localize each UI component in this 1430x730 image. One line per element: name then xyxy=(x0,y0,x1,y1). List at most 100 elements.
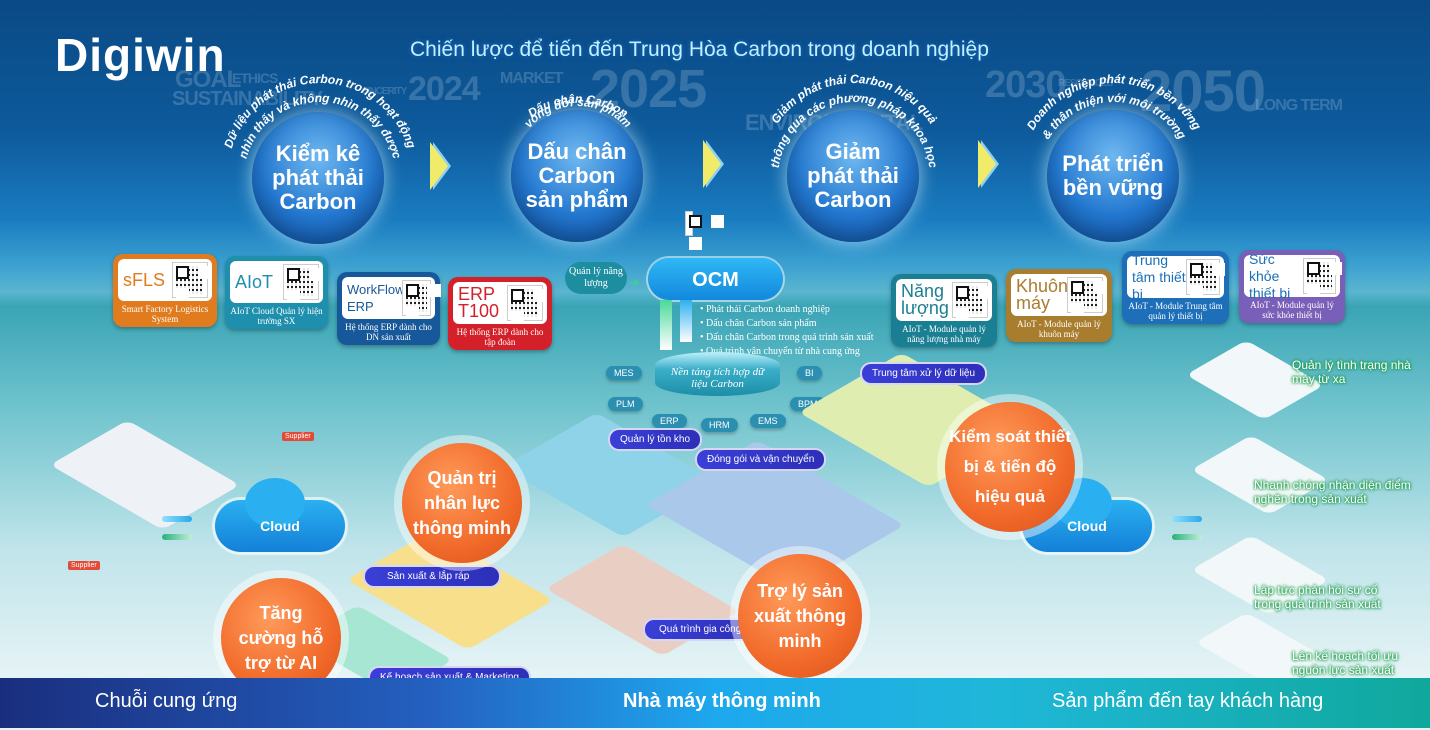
watermark: ETHICS xyxy=(232,70,278,86)
ocm-bullet: • Phát thải Carbon doanh nghiệp xyxy=(700,304,830,315)
arrow-right-icon: ➜ xyxy=(628,274,640,290)
highlight-label: Kiểm soát thiết bị & tiến độ hiệu quả xyxy=(949,427,1071,506)
product-desc: AIoT - Module Trung tâm quản lý thiết bị xyxy=(1128,301,1223,321)
qr-code-icon[interactable] xyxy=(172,262,208,298)
qr-code-icon[interactable] xyxy=(1067,277,1103,313)
watermark: SUSTAINABILITY xyxy=(172,88,323,110)
watermark: LONG TERM xyxy=(1255,97,1343,114)
highlight-label: Trợ lý sản xuất thông minh xyxy=(754,580,846,651)
product-card-mold[interactable]: Khuôn máy AIoT - Module quản lý khuôn má… xyxy=(1006,269,1112,342)
product-name: Sức khỏe thiết bị xyxy=(1249,250,1291,301)
watermark: 2030 xyxy=(985,64,1067,106)
supplier-platform xyxy=(50,420,240,530)
watermark: GOAL xyxy=(175,66,241,93)
section-band: Chuỗi cung ứng Nhà máy thông minh Sản ph… xyxy=(0,678,1430,728)
product-name: Trung tâm thiết bị xyxy=(1132,251,1186,302)
label-data-center: Trung tâm xử lý dữ liệu xyxy=(860,362,988,385)
product-name: WorkFlow ERP xyxy=(347,282,405,314)
supplier-tag: Supplier xyxy=(68,561,100,570)
highlight-label: Quản trị nhân lực thông minh xyxy=(413,467,511,538)
module-tag-erp: ERP xyxy=(652,414,687,428)
product-name: ERP T100 xyxy=(458,284,500,321)
module-tag-hrm: HRM xyxy=(701,418,738,432)
qr-code-icon[interactable] xyxy=(507,285,543,321)
sync-arrow-icon xyxy=(1172,516,1202,522)
product-desc: Hệ thống ERP dành cho tập đoàn xyxy=(456,327,544,347)
cloud-label: Cloud xyxy=(260,518,300,534)
section-smart-factory: Nhà máy thông minh xyxy=(623,690,821,712)
watermark: 2050 xyxy=(1140,59,1266,124)
cloud-label: Cloud xyxy=(1067,518,1107,534)
label-machining: Quá trình gia công xyxy=(643,618,758,641)
stage-label: Kiểm kê phát thải Carbon xyxy=(272,141,364,214)
stage-label: Giảm phát thải Carbon xyxy=(807,139,899,212)
supplier-tag: Supplier xyxy=(282,432,314,441)
product-desc: AIoT - Module quản lý năng lượng nhà máy xyxy=(902,324,986,344)
highlight-equipment-control: Kiểm soát thiết bị & tiến độ hiệu quả xyxy=(945,402,1075,532)
section-supply-chain: Chuỗi cung ứng xyxy=(95,690,238,712)
module-tag-mes: MES xyxy=(606,366,642,380)
stage-label: Dấu chân Carbon sản phẩm xyxy=(525,139,629,212)
module-tag-plm: PLM xyxy=(608,397,643,411)
qr-code-icon[interactable] xyxy=(1186,259,1220,295)
highlight-label: Tăng cường hỗ trợ từ AI xyxy=(238,602,324,673)
ocm-qr-code-icon[interactable] xyxy=(685,211,693,236)
product-card-energy[interactable]: Năng lượng AIoT - Module quản lý năng lư… xyxy=(891,274,997,347)
product-card-sfls[interactable]: sFLS Smart Factory Logistics System xyxy=(113,254,217,327)
product-desc: Smart Factory Logistics System xyxy=(121,304,209,324)
product-card-erp-t100[interactable]: ERP T100 Hệ thống ERP dành cho tập đoàn xyxy=(448,277,552,350)
sync-arrow-icon xyxy=(162,534,192,540)
product-desc: AIoT Cloud Quản lý hiện trường SX xyxy=(230,306,323,326)
section-customer: Sản phẩm đến tay khách hàng xyxy=(1052,690,1324,712)
stage-captions: Dữ liệu phát thải Carbon trong hoạt động… xyxy=(221,72,1204,169)
ocm-bullet: • Quá trình vận chuyển từ nhà cung ứng xyxy=(700,346,860,357)
stage-label: Phát triển bền vững xyxy=(1062,151,1164,200)
product-desc: AIoT - Module quản lý sức khỏe thiết bị xyxy=(1250,300,1334,320)
page-title: Chiến lược để tiến đến Trung Hòa Carbon … xyxy=(410,38,989,61)
qr-code-icon[interactable] xyxy=(402,280,431,316)
label-packing-shipping: Đóng gói và vận chuyển xyxy=(695,448,827,471)
ocm-cloud[interactable]: OCM xyxy=(648,258,783,300)
arrow-up-icon xyxy=(660,300,672,350)
carbon-data-platform: Nền tảng tích hợp dữ liệu Carbon xyxy=(655,352,780,396)
product-card-equipment-health[interactable]: Sức khỏe thiết bị AIoT - Module quản lý … xyxy=(1239,250,1345,323)
stage-circle-carbon-footprint: Dấu chân Carbon sản phẩm xyxy=(511,110,643,242)
sync-arrow-icon xyxy=(162,516,192,522)
energy-management-tag: Quản lý năng lượng xyxy=(565,262,627,294)
watermark: 2025 xyxy=(590,59,707,119)
chevron-right-icon xyxy=(978,140,996,188)
qr-code-icon[interactable] xyxy=(283,264,319,300)
stage-circle-reduce-emissions: Giảm phát thải Carbon xyxy=(787,110,919,242)
product-desc: AIoT - Module quản lý khuôn máy xyxy=(1017,319,1101,339)
benefit-incident-response: Lập tức phản hồi sự cố trong quá trình s… xyxy=(1254,583,1381,611)
product-card-workflow-erp[interactable]: WorkFlow ERP Hệ thống ERP dành cho DN sả… xyxy=(337,272,440,345)
ocm-bullet: • Dấu chân Carbon trong quá trình sản xu… xyxy=(700,332,874,343)
stage-circle-sustainable: Phát triển bền vững xyxy=(1047,110,1179,242)
watermark: 2024 xyxy=(408,70,481,108)
product-name: Khuôn máy xyxy=(1016,276,1069,313)
benefit-resource-planning: Lên kế hoạch tối ưu nguồn lực sản xuất xyxy=(1292,649,1399,677)
arrow-down-icon xyxy=(680,300,692,342)
stage-circle-carbon-inventory: Kiểm kê phát thải Carbon xyxy=(252,112,384,244)
chevron-right-icon xyxy=(430,142,448,190)
product-card-equipment-center[interactable]: Trung tâm thiết bị AIoT - Module Trung t… xyxy=(1122,251,1229,324)
cloud-right: Cloud xyxy=(1022,478,1152,552)
digiwin-logo: Digiwin xyxy=(55,29,226,81)
product-card-aiot[interactable]: AIoT AIoT Cloud Quản lý hiện trường SX xyxy=(225,256,328,329)
highlight-smart-hr: Quản trị nhân lực thông minh xyxy=(402,443,522,563)
ocm-label: OCM xyxy=(692,269,739,291)
highlight-production-assistant: Trợ lý sản xuất thông minh xyxy=(738,554,862,678)
chevron-right-icon xyxy=(703,140,721,188)
product-desc: Hệ thống ERP dành cho DN sản xuất xyxy=(345,322,432,342)
label-inventory: Quản lý tồn kho xyxy=(608,428,703,451)
qr-code-icon[interactable] xyxy=(952,282,988,318)
benefit-remote-monitoring: Quản lý tình trạng nhà máy từ xa xyxy=(1292,358,1411,386)
product-name: Năng lượng xyxy=(901,281,949,318)
ocm-bullet: • Dấu chân Carbon sản phẩm xyxy=(700,318,817,329)
watermark: MARKET xyxy=(500,70,563,87)
module-tag-ems: EMS xyxy=(750,414,786,428)
module-tag-bi: BI xyxy=(797,366,822,380)
product-name: AIoT xyxy=(235,271,274,292)
qr-code-icon[interactable] xyxy=(1302,258,1337,294)
